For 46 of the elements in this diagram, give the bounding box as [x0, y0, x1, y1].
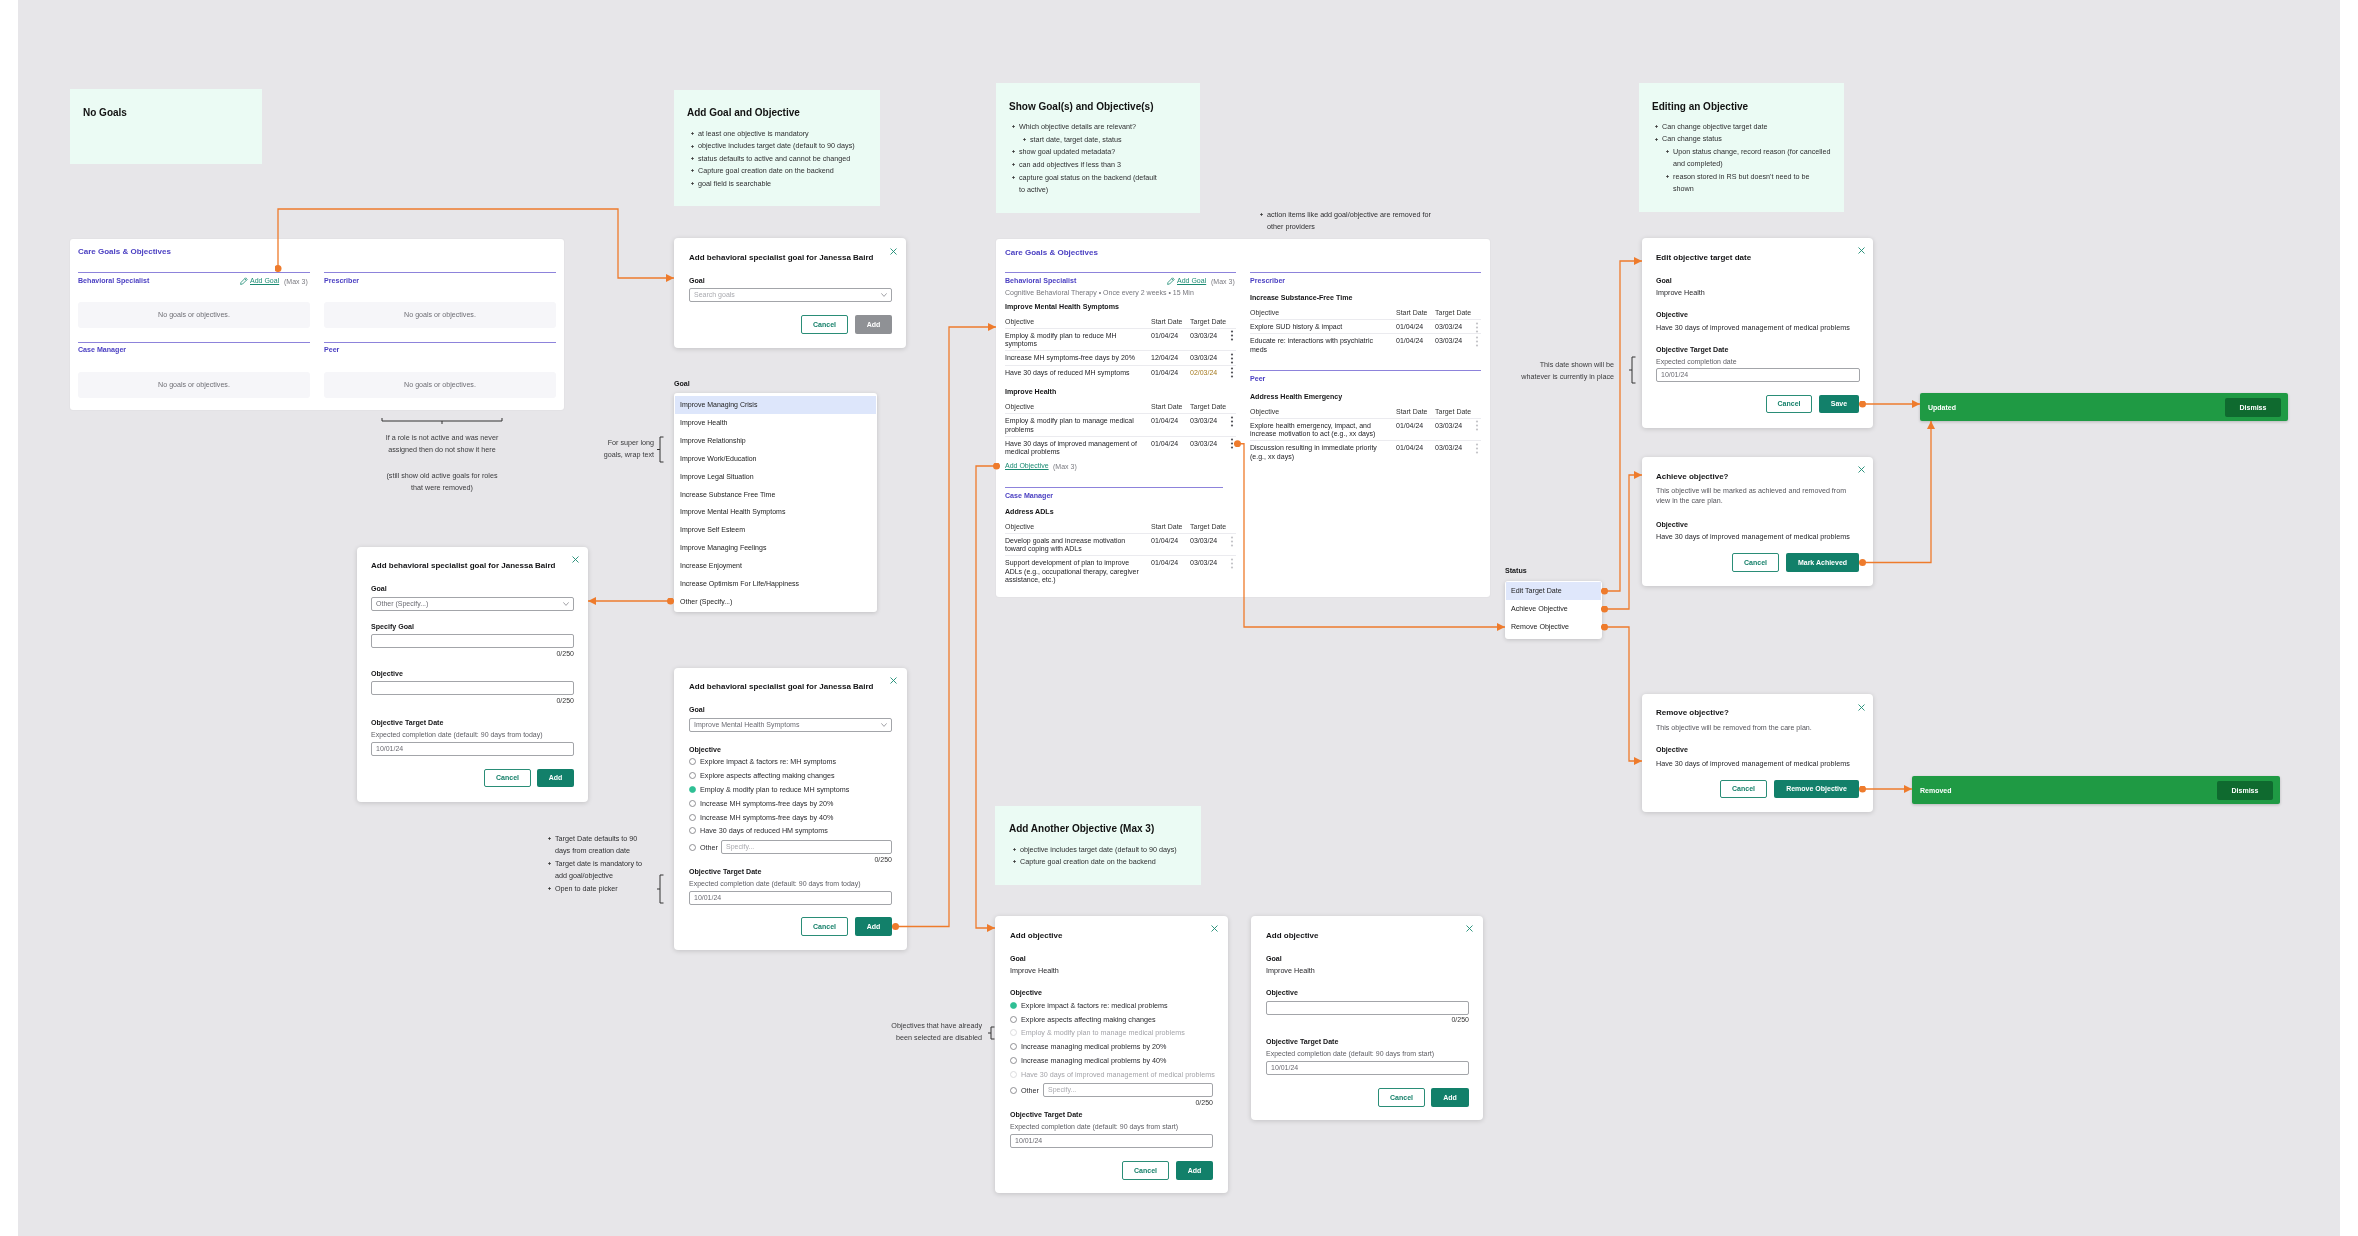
- care-goals-panel: [70, 239, 564, 410]
- note-title: Add Another Objective (Max 3): [1009, 823, 1155, 835]
- connector-arrow: [891, 323, 997, 930]
- modal-dialog: [674, 668, 907, 950]
- note-title: Show Goal(s) and Objective(s): [1009, 101, 1154, 113]
- care-goals-panel: [996, 239, 1490, 597]
- connector-arrow: [1858, 400, 1921, 408]
- modal-dialog: [1251, 916, 1483, 1120]
- note-title: Editing an Objective: [1652, 101, 1749, 113]
- connector-arrow: [587, 597, 675, 605]
- dialog-title: Add objective: [1266, 931, 1319, 941]
- connector-arrow: [1858, 785, 1913, 793]
- modal-dialog: [1642, 457, 1873, 586]
- note-title: Add Goal and Objective: [687, 107, 800, 119]
- connector-arrow: [1858, 420, 1935, 566]
- note-card: [995, 806, 1201, 885]
- dialog-title: Achieve objective?: [1656, 472, 1729, 482]
- panel-title: Care Goals & Objectives: [1005, 248, 1098, 258]
- connector-arrow: [1600, 471, 1643, 613]
- panel-title: Care Goals & Objectives: [78, 247, 171, 257]
- toast-banner: [1920, 393, 2288, 421]
- connector-arrow: [1233, 440, 1506, 631]
- note-title: No Goals: [83, 107, 127, 119]
- note-card: [996, 83, 1200, 213]
- input-field: [371, 634, 574, 648]
- connector-arrow: [1600, 623, 1643, 765]
- modal-dialog: [995, 916, 1228, 1193]
- connector-arrow: [975, 462, 1001, 932]
- connector-arrow: [1600, 257, 1643, 595]
- dialog-title: Add behavioral specialist goal for Janessa Baird: [371, 561, 556, 571]
- kebab-menu-icon: [1230, 438, 1234, 450]
- modal-dialog: [674, 238, 906, 348]
- modal-dialog: [357, 547, 588, 802]
- dialog-title: Remove objective?: [1656, 708, 1729, 718]
- note-card: [674, 90, 880, 206]
- input-field: [371, 681, 574, 695]
- dialog-title: Add behavioral specialist goal for Janessa Baird: [689, 682, 874, 692]
- modal-dialog: [1642, 238, 1873, 428]
- connector-arrow: [274, 208, 675, 282]
- toast-banner: [1912, 776, 2280, 804]
- note-card: [1639, 83, 1844, 212]
- dialog-title: Edit objective target date: [1656, 253, 1752, 263]
- modal-dialog: [1642, 694, 1873, 812]
- input-field: [1266, 1001, 1469, 1015]
- dialog-title: Add objective: [1010, 931, 1063, 941]
- dialog-title: Add behavioral specialist goal for Janessa Baird: [689, 253, 874, 263]
